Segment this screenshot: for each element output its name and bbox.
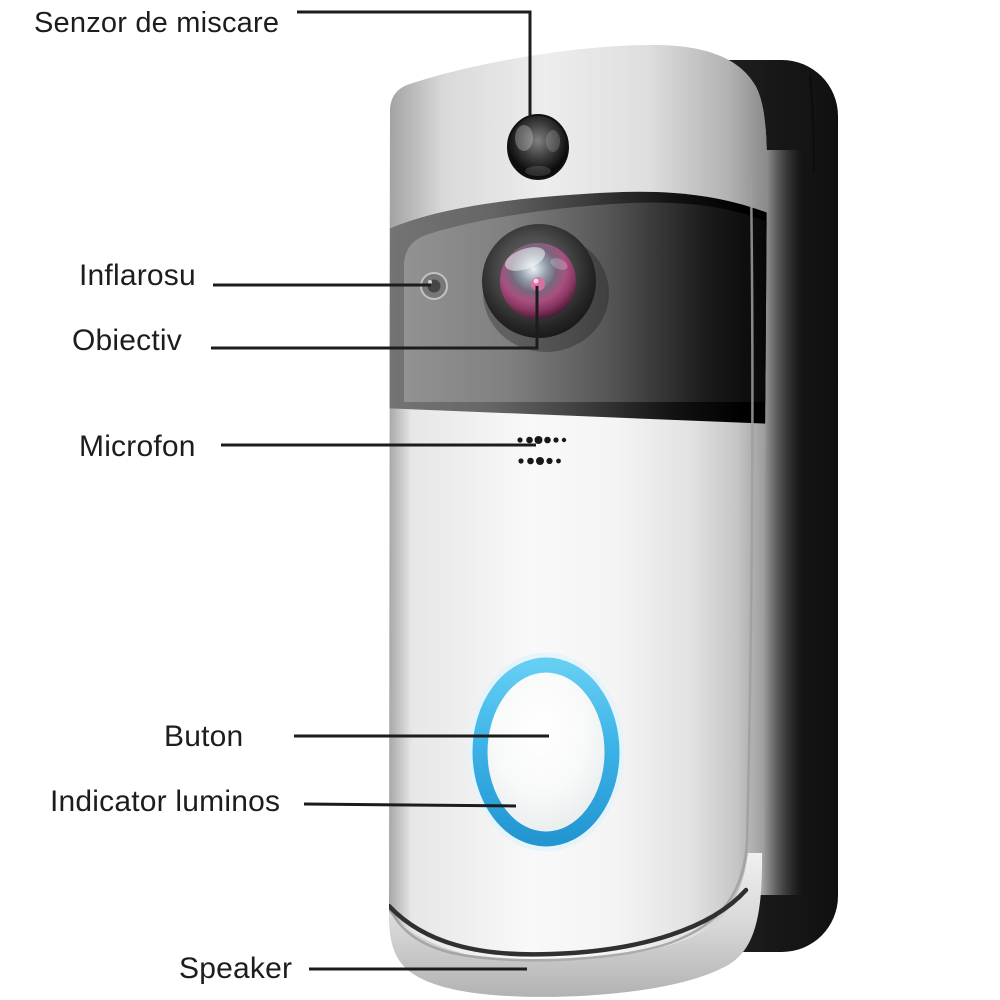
- indicator-ring: [472, 657, 620, 847]
- lens-iris-glint: [533, 278, 539, 284]
- label-infrared: Inflarosu: [79, 259, 196, 292]
- label-speaker: Speaker: [179, 952, 293, 985]
- leader-line-indicator: [303, 802, 517, 808]
- leader-line-motion-sensor: [297, 10, 532, 117]
- motion-sensor: [507, 114, 569, 180]
- motion-sensor-highlight-left: [515, 125, 533, 151]
- lens-highlight-right: [550, 258, 568, 270]
- motion-sensor-highlight-bottom: [525, 166, 551, 176]
- lens-highlight: [504, 247, 546, 271]
- device-top-cap: [389, 44, 767, 233]
- motion-sensor-highlight-right: [546, 130, 560, 152]
- infrared-led-glint: [428, 280, 432, 284]
- indicator-halo: [467, 652, 625, 852]
- label-lens: Obiectiv: [72, 324, 182, 357]
- microphone-holes: [517, 436, 567, 465]
- speaker-seam: [389, 887, 749, 957]
- bottom-cap: [389, 853, 767, 997]
- device-side-crease: [809, 73, 815, 173]
- label-motion-sensor: Senzor de miscare: [34, 7, 280, 39]
- label-microphone: Microfon: [79, 430, 196, 463]
- leader-line-lens: [211, 286, 539, 350]
- label-button: Buton: [164, 720, 244, 753]
- button-face: [488, 673, 604, 831]
- label-light-indicator: Indicator luminos: [50, 785, 281, 818]
- doorbell-button: [467, 652, 625, 852]
